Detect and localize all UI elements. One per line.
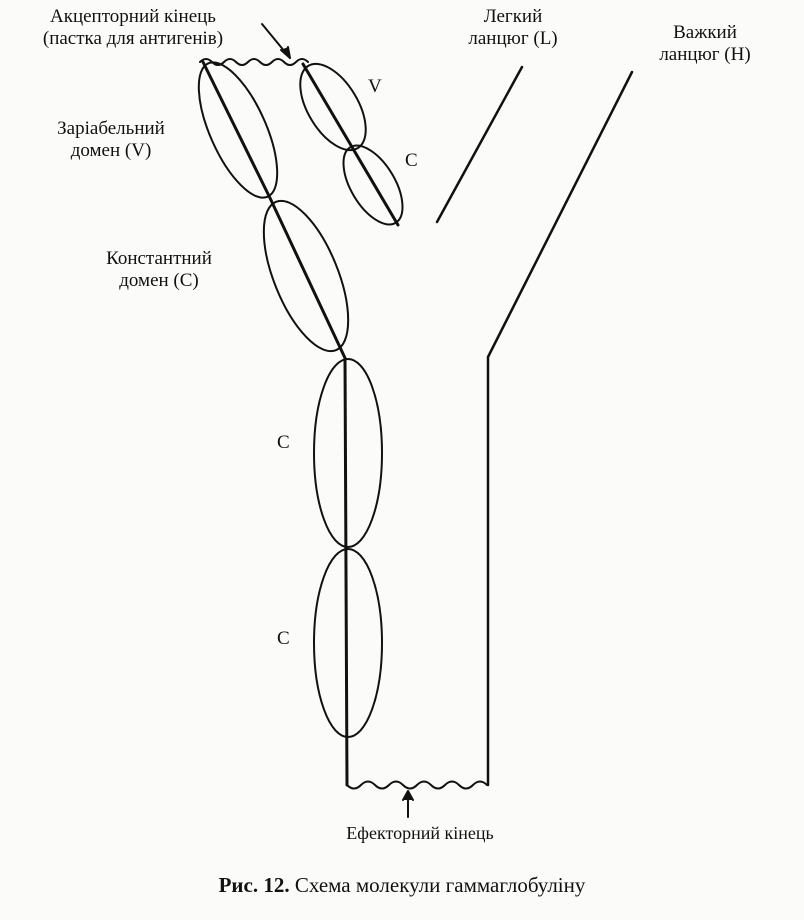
right-heavy-chain-line xyxy=(486,70,634,787)
heavy-v-domain xyxy=(197,61,279,199)
acceptor-end-label: Акцепторний кінець (пастка для антигенів… xyxy=(6,6,260,50)
acceptor-arrow-head xyxy=(280,46,291,59)
heavy-c1-domain xyxy=(262,199,350,353)
heavy-chain-left-line xyxy=(201,60,349,787)
light-chain-label-line2: ланцюг (L) xyxy=(468,28,558,49)
light-v-domain xyxy=(299,62,367,152)
light-chain-line xyxy=(301,62,400,227)
heavy-chain-label: Важкий ланцюг (H) xyxy=(640,22,770,66)
variable-domain-label-line1: Заріабельний xyxy=(57,118,165,139)
light-chain-label: Легкий ланцюг (L) xyxy=(448,6,578,50)
acceptor-end-wave xyxy=(199,58,309,66)
heavy-c2-domain xyxy=(313,358,383,548)
light-c-label: C xyxy=(405,150,418,171)
constant-domain-label-line1: Константний xyxy=(106,248,212,269)
heavy-c3-domain xyxy=(313,548,383,738)
acceptor-end-label-line2: (пастка для антигенів) xyxy=(42,28,224,49)
effector-end-wave xyxy=(346,780,488,790)
right-light-chain-line xyxy=(435,65,524,224)
effector-end-label: Ефекторний кінець xyxy=(346,823,494,843)
constant-domain-label: Константний домен (C) xyxy=(84,248,234,292)
light-chain-label-line1: Легкий xyxy=(483,6,543,27)
acceptor-end-label-line1: Акцепторний кінець xyxy=(50,6,216,27)
variable-domain-label: Заріабельний домен (V) xyxy=(36,118,186,162)
heavy-chain-label-line1: Важкий xyxy=(673,22,737,43)
figure-caption-prefix: Рис. 12. xyxy=(218,873,290,897)
heavy-c2-label: C xyxy=(277,432,290,453)
variable-domain-label-line2: домен (V) xyxy=(70,140,152,161)
light-v-label: V xyxy=(368,76,382,97)
light-c-domain xyxy=(342,144,404,226)
heavy-c3-label: C xyxy=(277,628,290,649)
figure-caption-text: Схема молекули гаммаглобуліну xyxy=(294,873,586,897)
constant-domain-label-line2: домен (C) xyxy=(119,270,199,291)
heavy-chain-label-line2: ланцюг (H) xyxy=(659,44,751,65)
figure-caption: Рис. 12. Схема молекули гаммаглобуліну xyxy=(0,873,804,898)
effector-arrow-head xyxy=(402,790,414,801)
